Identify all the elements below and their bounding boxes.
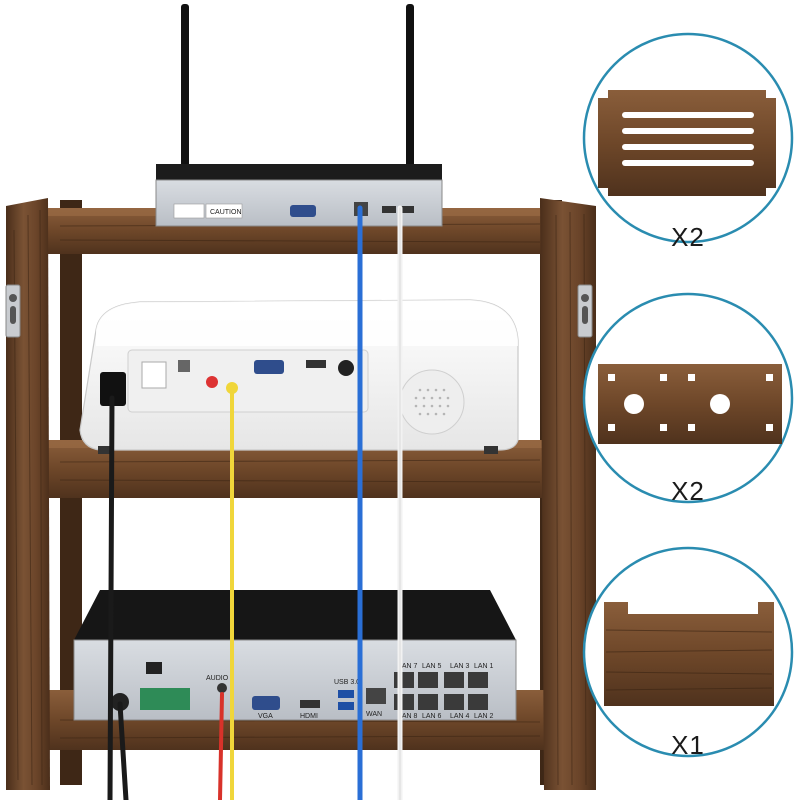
nvr-lan-label-2: LAN 2 bbox=[474, 713, 494, 720]
callout-holed-panel bbox=[582, 292, 794, 504]
projector bbox=[79, 299, 519, 454]
nvr-lan-label-5: LAN 5 bbox=[422, 663, 442, 670]
nvr-lan-label-8: LAN 8 bbox=[398, 713, 418, 720]
callout-slotted-panel bbox=[582, 32, 794, 244]
antenna-left bbox=[181, 4, 189, 176]
nvr-lan-label-4: LAN 4 bbox=[450, 713, 470, 720]
cable-black-2 bbox=[117, 701, 129, 800]
nvr-audio-label: AUDIO bbox=[206, 675, 229, 682]
wall-bracket-right bbox=[577, 284, 593, 338]
cable-black bbox=[107, 395, 115, 800]
caution-badge: CAUTION bbox=[210, 209, 242, 216]
wifi-recorder: CAUTION bbox=[155, 4, 443, 227]
nvr-vga-label: VGA bbox=[258, 713, 273, 720]
network-video-recorder: VGA HDMI USB 3.0 WAN LAN 3 LAN 1 LAN 5 L… bbox=[73, 590, 517, 721]
callout-notched-panel bbox=[582, 546, 794, 758]
quantity-label-holed-panel: X2 bbox=[671, 476, 705, 506]
nvr-hdmi-label: HDMI bbox=[300, 713, 318, 720]
quantity-label-slotted-panel: X2 bbox=[671, 222, 705, 252]
quantity-label-notched-panel: X1 bbox=[671, 730, 705, 760]
projector-speaker-grille bbox=[399, 369, 465, 435]
nvr-lan-label-6: LAN 6 bbox=[422, 713, 442, 720]
nvr-lan-label-3: LAN 3 bbox=[450, 663, 470, 670]
wall-bracket-left bbox=[5, 284, 21, 338]
cable-red bbox=[218, 692, 224, 800]
nvr-usb-label: USB 3.0 bbox=[334, 679, 360, 686]
antenna-right bbox=[406, 4, 414, 176]
nvr-lan-label-7: LAN 7 bbox=[398, 663, 418, 670]
cables bbox=[107, 205, 403, 800]
right-side-panel bbox=[540, 198, 596, 790]
nvr-wan-label: WAN bbox=[366, 711, 382, 718]
nvr-lan-label-1: LAN 1 bbox=[474, 663, 494, 670]
